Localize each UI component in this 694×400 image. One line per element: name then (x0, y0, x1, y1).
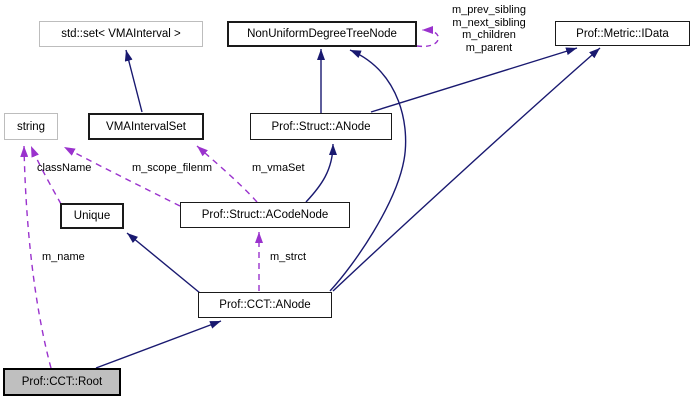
edge-root-to-cct-anode (95, 320, 222, 369)
label-m-scope-filenm: m_scope_filenm (132, 162, 213, 174)
label-m-next-sibling: m_next_sibling (452, 16, 526, 29)
label-m-parent: m_parent (465, 41, 513, 54)
edge-acodenode-to-struct-anode (305, 143, 337, 203)
node-prof-struct-acodenode[interactable]: Prof::Struct::ACodeNode (180, 202, 350, 228)
edge-unique-to-string-classname (30, 145, 62, 205)
label-m-children: m_children (462, 29, 516, 41)
edge-acodenode-to-vmaintervalset-m-vmaset (196, 145, 258, 203)
self-loop-member-labels: m_prev_sibling m_next_sibling m_children… (437, 4, 541, 54)
edge-cct-anode-to-idata (332, 47, 601, 292)
label-m-name: m_name (42, 251, 85, 263)
node-unique[interactable]: Unique (60, 203, 124, 229)
node-vmaintervalset[interactable]: VMAIntervalSet (88, 113, 204, 140)
node-prof-struct-anode[interactable]: Prof::Struct::ANode (250, 113, 392, 140)
edge-cct-anode-to-unique (126, 232, 201, 294)
node-string: string (4, 113, 58, 140)
node-prof-metric-idata[interactable]: Prof::Metric::IData (555, 21, 690, 46)
edge-treenode-self-loop (416, 26, 440, 48)
label-m-prev-sibling: m_prev_sibling (452, 4, 526, 16)
edge-acodenode-to-string-m-scope-filenm (63, 146, 181, 207)
node-prof-cct-root-current: Prof::CCT::Root (3, 368, 121, 396)
label-classname: className (37, 162, 92, 174)
edge-cct-anode-to-treenode (329, 49, 407, 292)
edge-struct-anode-to-idata (370, 47, 578, 113)
node-nonuniformdegreetreenode[interactable]: NonUniformDegreeTreeNode (227, 21, 417, 47)
edge-root-to-string-m-name (20, 145, 52, 369)
edge-vmaintervalset-to-stdset (124, 49, 143, 113)
label-m-vmaset: m_vmaSet (252, 162, 305, 174)
node-prof-cct-anode[interactable]: Prof::CCT::ANode (198, 292, 332, 318)
node-std-set-vmainterval: std::set< VMAInterval > (39, 21, 203, 47)
label-m-strct: m_strct (270, 251, 307, 263)
